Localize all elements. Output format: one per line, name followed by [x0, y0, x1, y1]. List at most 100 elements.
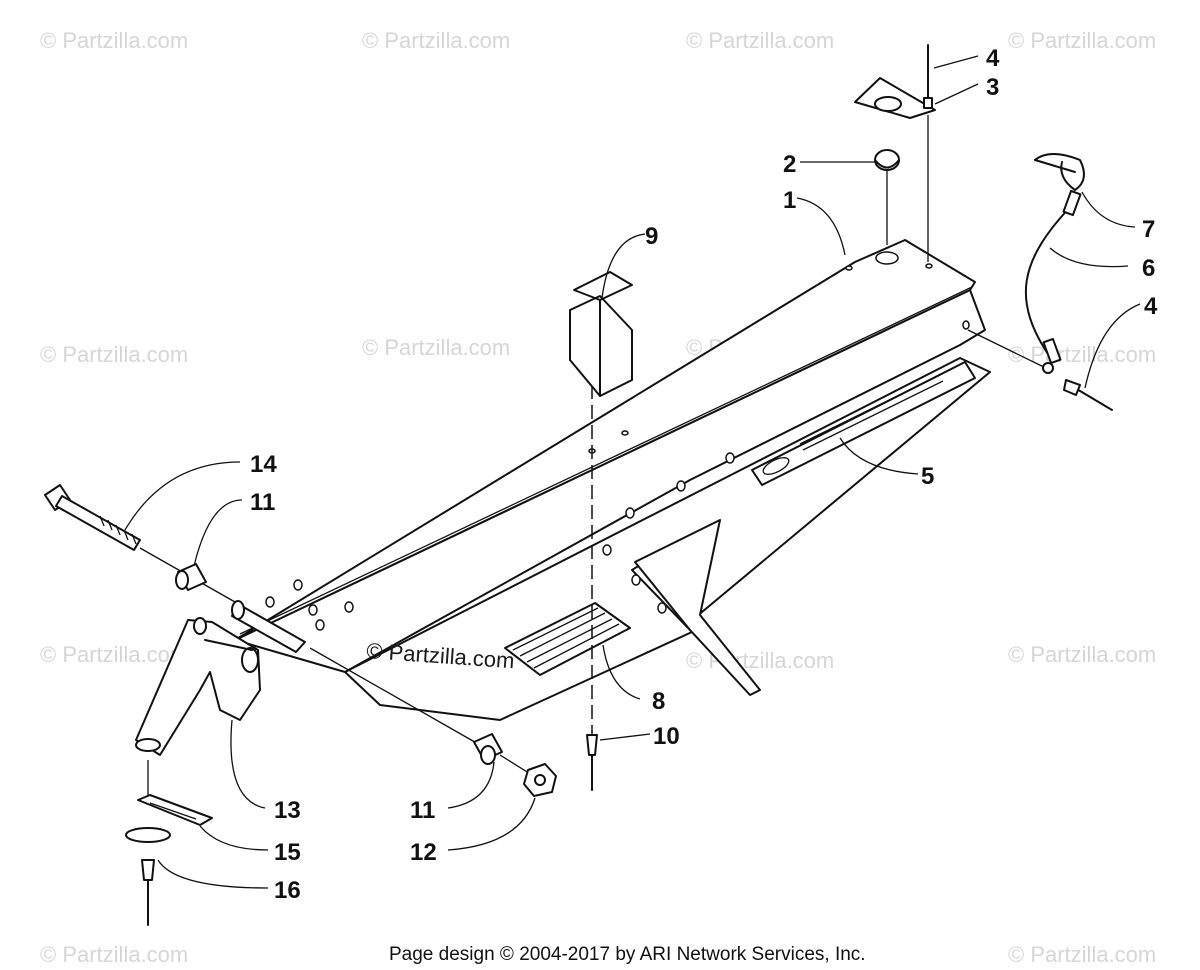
clip-part — [569, 271, 633, 397]
bracket-hole — [193, 617, 207, 635]
frame-hole — [657, 602, 667, 614]
watermark-text: © Partzilla.com — [40, 942, 188, 967]
watermark-text: © Partzilla.com — [362, 335, 510, 360]
leader-7 — [1081, 191, 1136, 228]
callout-2: 2 — [783, 151, 796, 178]
callout-4: 4 — [1144, 293, 1158, 320]
callout-6: 6 — [1142, 255, 1155, 282]
leader-3 — [934, 83, 979, 105]
leader-lines — [124, 55, 1141, 889]
decal-logo — [762, 457, 790, 475]
frame-hole — [602, 544, 612, 556]
leader-13 — [230, 719, 266, 809]
leader-5 — [839, 437, 919, 475]
frame-hole — [875, 251, 899, 265]
callout-10: 10 — [653, 723, 680, 750]
grommet-base — [874, 159, 900, 169]
tether-cable-part — [1024, 153, 1113, 411]
frame-gusset — [634, 519, 761, 696]
pin-head — [923, 97, 933, 109]
callout-14: 14 — [250, 451, 277, 478]
callout-3: 3 — [986, 74, 999, 101]
washer — [125, 827, 171, 843]
centre-line — [967, 329, 1051, 371]
rivet-head — [1063, 379, 1081, 396]
callout-13: 13 — [274, 797, 301, 824]
watermark-text: © Partzilla.com — [362, 28, 510, 53]
decal-text-line — [799, 374, 941, 445]
watermark-text: © Partzilla.com — [1008, 942, 1156, 967]
bracket-edge — [204, 639, 253, 651]
mounting-plate-part — [854, 44, 936, 119]
bracket-part — [135, 617, 261, 756]
cable-eye — [1042, 362, 1054, 374]
callout-11: 11 — [250, 489, 275, 516]
frame-top-face — [234, 239, 976, 641]
strip-plate-part — [137, 794, 213, 826]
leader-1 — [796, 197, 846, 256]
cable-ferrule — [1062, 189, 1082, 217]
bolt-part — [44, 484, 141, 551]
decal-8-lines — [512, 607, 620, 669]
frame-hole — [315, 619, 325, 631]
leader-16 — [157, 859, 269, 889]
bracket-foot — [135, 738, 161, 752]
frame-hole — [265, 596, 275, 608]
watermark-text: © Partzilla.com — [40, 342, 188, 367]
callout-8: 8 — [652, 688, 665, 715]
clip-top — [573, 271, 633, 301]
decal-text-line — [802, 380, 944, 451]
plate-hole — [874, 96, 902, 112]
nut — [523, 763, 557, 797]
watermark-text: © Partzilla.com — [686, 28, 834, 53]
callout-5: 5 — [921, 463, 934, 490]
watermark-layer: © Partzilla.com © Partzilla.com © Partzi… — [40, 28, 1156, 967]
leader-8 — [602, 644, 641, 700]
leader-6 — [1049, 247, 1129, 268]
watermark-text: © Partzilla.com — [1008, 342, 1156, 367]
hitch-pin-leg — [1034, 159, 1076, 173]
frame-hole — [725, 452, 735, 464]
strip-plate — [137, 794, 213, 826]
rivet-10-head — [586, 734, 598, 756]
watermark-text: © Partzilla.com — [1008, 642, 1156, 667]
leader-11a — [193, 499, 243, 567]
frame-hole — [845, 265, 853, 271]
callout-12: 12 — [410, 839, 437, 866]
centre-line — [309, 647, 481, 746]
tether-cable — [1024, 204, 1073, 361]
leader-4a — [933, 55, 979, 69]
bracket — [135, 619, 261, 756]
hitch-pin — [1034, 153, 1085, 191]
callout-15: 15 — [274, 839, 301, 866]
cable-ferrule — [1042, 337, 1062, 365]
callout-7: 7 — [1142, 216, 1155, 243]
bushing-end — [175, 570, 189, 590]
frame-edge-line — [239, 286, 973, 635]
callout-9: 9 — [645, 223, 658, 250]
leader-9 — [601, 233, 646, 299]
frame-hole — [676, 480, 686, 492]
skid-frame-part — [234, 239, 991, 721]
watermark-text: © Partzilla.com — [40, 642, 188, 667]
bushing-end — [480, 745, 496, 765]
bushing-part — [175, 563, 503, 765]
frame-hole — [308, 604, 318, 616]
callout-labels: 1 2 3 4 4 5 6 7 8 9 10 11 11 12 13 14 15… — [250, 45, 1158, 904]
watermark-text: © Partzilla.com — [40, 28, 188, 53]
frame-hole — [962, 320, 970, 330]
nut-hole — [534, 774, 546, 786]
rivet-16-head — [141, 859, 155, 881]
frame-hole — [621, 430, 629, 436]
bolt-threads — [99, 515, 137, 545]
callout-1: 1 — [783, 187, 796, 214]
watermark-text: © Partzilla.com — [686, 648, 834, 673]
pivot-tube-part — [231, 600, 306, 653]
frame-hole — [925, 263, 933, 269]
leader-11b — [447, 761, 495, 809]
frame-hole — [344, 601, 354, 613]
bracket-hole — [241, 647, 259, 673]
leader-12 — [447, 797, 536, 851]
